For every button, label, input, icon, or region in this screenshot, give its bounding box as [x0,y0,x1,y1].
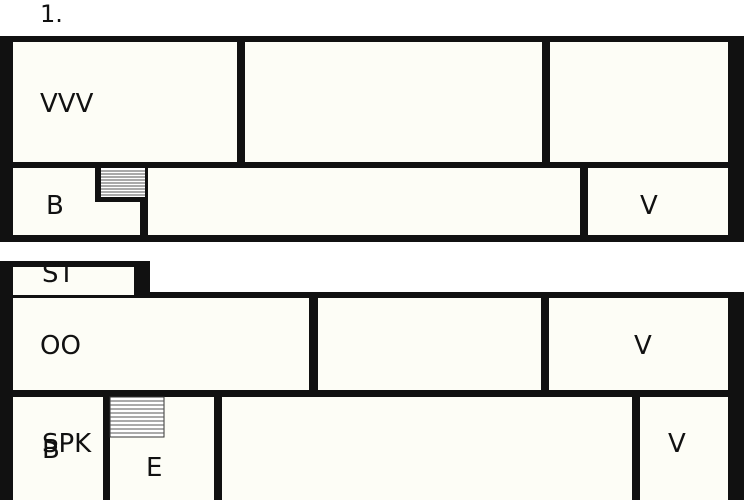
room-b4-label-b: B [42,435,60,465]
room-b0-label: ST [42,259,75,289]
room-a4-label: B [46,191,64,221]
block-b: ST OO V B SPK E V [0,259,744,500]
room-a1-label: VVV [40,89,94,119]
plan-title: 1. [40,0,63,28]
room-b4 [13,397,103,500]
stair-b [109,396,165,438]
room-b5 [222,397,632,500]
room-b3 [549,298,728,390]
room-b3-label: V [634,331,652,361]
room-a3 [550,42,728,162]
room-b1-label: OO [40,331,81,361]
room-b6-label: V [668,429,686,459]
room-b1 [13,298,309,390]
room-a6 [588,168,728,235]
block-a: VVV B V [0,36,744,242]
room-b6 [640,397,728,500]
room-b0 [13,267,134,295]
stair-a [95,164,148,202]
room-b4-label-spk: SPK [42,429,92,459]
room-b4-label-e: E [146,453,162,483]
room-a1 [13,42,237,162]
room-a2 [245,42,542,162]
room-b2 [318,298,541,390]
room-a5 [148,168,580,235]
room-a6-label: V [640,191,658,221]
